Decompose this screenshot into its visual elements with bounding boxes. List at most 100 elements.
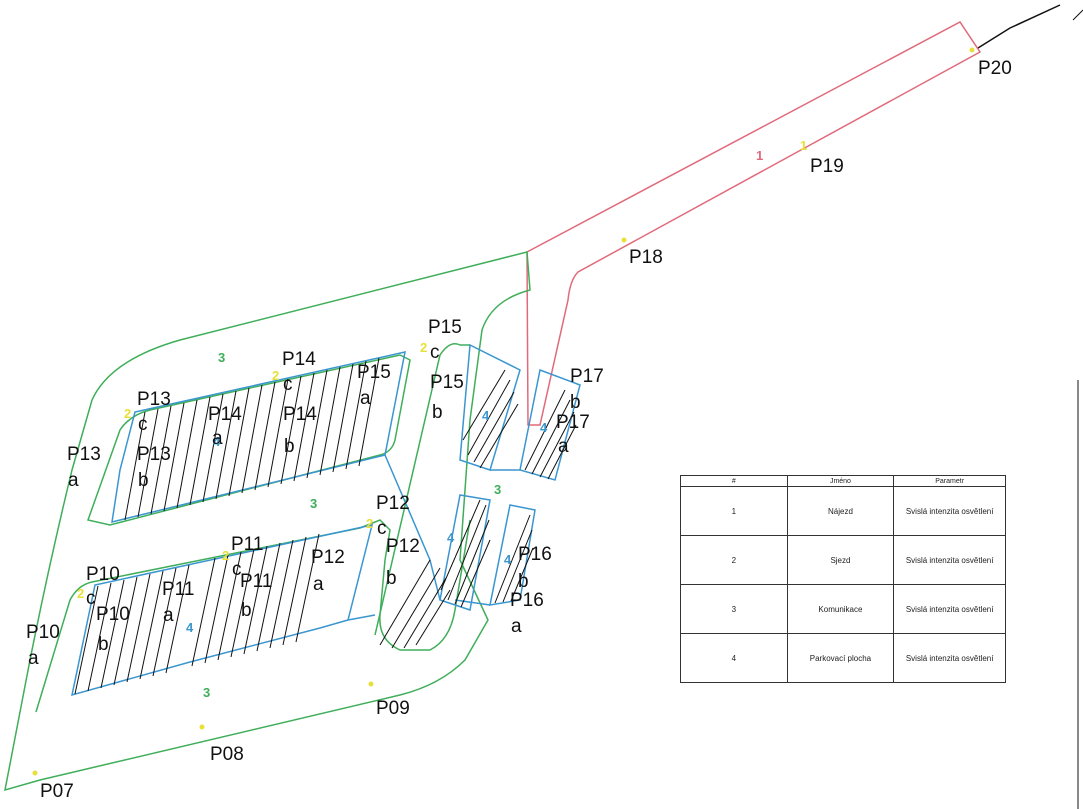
point-label-p10c: P10: [86, 564, 120, 585]
point-label-p11a: P11: [162, 579, 194, 600]
point-label-p16b-suffix: b: [518, 571, 529, 592]
legend-num: 3: [680, 584, 788, 634]
legend-header-param: Parametr: [893, 475, 1006, 487]
legend-param: Svislá intenzita osvětlení: [893, 584, 1006, 634]
zone-2-label: 2: [124, 406, 131, 421]
legend-param: Svislá intenzita osvětlení: [893, 633, 1006, 683]
legend-row: 1 Nájezd Svislá intenzita osvětlení: [680, 486, 1006, 536]
point-label-p11c: P11: [231, 534, 263, 555]
boundary-line: [977, 4, 1061, 49]
point-label-p12c: P12: [376, 493, 410, 514]
point-label-p12c-suffix: c: [377, 518, 387, 539]
zone-2-label: 2: [272, 368, 279, 383]
point-label-p17a-suffix: a: [558, 436, 569, 457]
legend-header-num: #: [680, 475, 788, 487]
legend-num: 2: [680, 535, 788, 585]
zone-4-label: 4: [213, 434, 221, 449]
zone-2-label: 2: [366, 516, 373, 531]
boundary-line: [1072, 9, 1083, 21]
point-label-p17b-suffix: b: [570, 392, 581, 413]
point-label-p12b-suffix: b: [386, 568, 397, 589]
point-label-p17b: P17: [570, 366, 604, 387]
point-label-p11b-suffix: b: [241, 600, 252, 621]
zone-3-label: 3: [203, 685, 210, 700]
point-label-p15a-suffix: a: [360, 388, 371, 409]
zone-3-label: 3: [218, 350, 225, 365]
zone-3-label: 3: [310, 496, 317, 511]
point-label-p20: P20: [978, 58, 1012, 79]
zone-4-label: 4: [482, 408, 490, 423]
zone-3-inner: [374, 343, 470, 636]
zone-2-label: 2: [77, 586, 84, 601]
point-label-p13a-suffix: a: [68, 470, 79, 491]
point-label-p16b: P16: [518, 544, 552, 565]
point-label-p18: P18: [629, 247, 663, 268]
zone-4-label: 4: [504, 552, 512, 567]
point-label-p11c-suffix: c: [232, 559, 242, 580]
point-label-p08: P08: [210, 744, 244, 765]
point-label-p10a-suffix: a: [28, 648, 39, 669]
zone-2-label: 2: [420, 340, 427, 355]
point-label-p12b: P12: [386, 536, 420, 557]
legend-row: 4 Parkovací plocha Svislá intenzita osvě…: [680, 633, 1006, 683]
point-label-p07: P07: [40, 781, 74, 802]
point-label-p13c: P13: [137, 389, 171, 410]
point-label-p14c-suffix: c: [283, 374, 293, 395]
point-label-p14a: P14: [208, 404, 242, 425]
zone-1-outline: [526, 21, 982, 426]
point-markers: [32, 47, 975, 776]
point-label-p15c: P15: [428, 317, 462, 338]
point-label-p11a-suffix: a: [163, 605, 174, 626]
point-label-p13b-suffix: b: [138, 470, 149, 491]
point-label-p13b: P13: [137, 444, 171, 465]
point-label-p11b: P11: [240, 571, 272, 592]
legend-num: 1: [680, 486, 788, 536]
point-label-p15a: P15: [357, 362, 391, 383]
legend-header-name: Jméno: [786, 475, 895, 487]
point-label-p09: P09: [376, 698, 410, 719]
point-label-p16a: P16: [510, 590, 544, 611]
zone-4-label: 4: [186, 620, 194, 635]
point-label-p16a-suffix: a: [511, 616, 522, 637]
point-label-p12a-suffix: a: [313, 574, 324, 595]
legend-row: 2 Sjezd Svislá intenzita osvětlení: [680, 535, 1006, 585]
zone-2-label: 2: [222, 548, 229, 563]
point-label-p14b-suffix: b: [284, 436, 295, 457]
legend-param: Svislá intenzita osvětlení: [893, 535, 1006, 585]
legend-table: # Jméno Parametr 1 Nájezd Svislá intenzi…: [680, 475, 1006, 683]
legend-param: Svislá intenzita osvětlení: [893, 486, 1006, 536]
legend-row: 3 Komunikace Svislá intenzita osvětlení: [680, 584, 1006, 634]
point-label-p17a: P17: [556, 412, 590, 433]
zone-1-label: 1: [756, 148, 763, 163]
point-label-p14c: P14: [282, 349, 316, 370]
point-label-p10a: P10: [26, 622, 60, 643]
point-label-p10c-suffix: c: [86, 588, 96, 609]
zone-3-label: 3: [494, 482, 501, 497]
point-label-p10b: P10: [96, 604, 130, 625]
point-label-p15b: P15: [430, 372, 464, 393]
zone-3-outline: [4, 251, 531, 792]
point-label-p14b: P14: [283, 404, 317, 425]
point-label-p14a-suffix: a: [212, 428, 223, 449]
zone-4-areas: [71, 343, 581, 697]
point-label-p10b-suffix: b: [98, 634, 109, 655]
parking-stalls-hatch: [74, 357, 577, 695]
zone-4-label: 4: [447, 530, 455, 545]
legend-header-row: # Jméno Parametr: [680, 475, 1006, 487]
point-label-p15c-suffix: c: [430, 342, 440, 363]
zone-4-label: 4: [540, 420, 548, 435]
legend-name: Parkovací plocha: [786, 633, 895, 683]
point-label-p13a: P13: [67, 444, 101, 465]
legend-name: Sjezd: [786, 535, 895, 585]
point-label-p19: P19: [810, 156, 844, 177]
legend-num: 4: [680, 633, 788, 683]
legend-name: Nájezd: [786, 486, 895, 536]
point-label-p12a: P12: [311, 547, 345, 568]
point-label-p15b-suffix: b: [432, 402, 443, 423]
point-label-p13c-suffix: c: [138, 414, 148, 435]
zone-3-inner: [87, 354, 411, 526]
legend-name: Komunikace: [786, 584, 895, 634]
zone-1-label: 1: [800, 138, 807, 153]
zone-3-inner: [35, 519, 471, 713]
